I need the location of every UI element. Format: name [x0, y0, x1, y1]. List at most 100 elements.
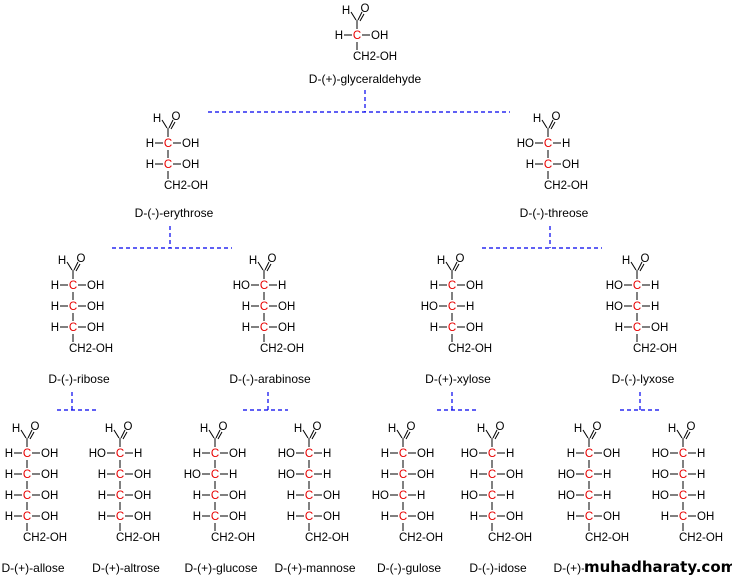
hydrogen-label: H: [417, 490, 425, 502]
aldehyde-h-label: H: [105, 423, 113, 435]
hydroxyl-label: HO: [558, 490, 575, 502]
hydrogen-label: H: [661, 511, 669, 523]
aldehyde-o-label: O: [456, 253, 465, 265]
stereocenter-carbon: C: [69, 301, 77, 313]
ch2oh-label: CH2-OH: [260, 343, 304, 355]
aldehyde-h-label: H: [574, 423, 582, 435]
aldehyde-h-label: H: [249, 255, 257, 267]
aldehyde-double-bond: [403, 429, 409, 439]
ch2oh-label: CH2-OH: [633, 343, 677, 355]
hydroxyl-label: HO: [461, 490, 478, 502]
hydrogen-label: H: [98, 469, 106, 481]
stereocenter-carbon: C: [488, 490, 496, 502]
hydroxyl-label: HO: [606, 280, 623, 292]
aldehyde-double-bond-2: [550, 121, 556, 130]
hydroxyl-label: HO: [652, 490, 669, 502]
aldehyde-double-bond-2: [359, 13, 365, 22]
hydroxyl-label: OH: [87, 301, 104, 313]
stereocenter-carbon: C: [488, 448, 496, 460]
hydrogen-label: H: [603, 490, 611, 502]
sugar-name-lyxose: D-(-)-lyxose: [612, 372, 675, 386]
hydrogen-label: H: [381, 469, 389, 481]
aldehyde-double-bond-2: [591, 431, 597, 440]
hydrogen-label: H: [506, 490, 514, 502]
hydroxyl-label: OH: [182, 138, 199, 150]
hydrogen-label: H: [323, 469, 331, 481]
ch2oh-label: CH2-OH: [488, 532, 532, 544]
stereocenter-carbon: C: [399, 490, 407, 502]
hydrogen-label: H: [697, 469, 705, 481]
ch2oh-label: CH2-OH: [353, 51, 397, 63]
hydroxyl-label: HO: [89, 448, 106, 460]
hydrogen-label: H: [5, 490, 13, 502]
aldehyde-o-label: O: [687, 421, 696, 433]
stereocenter-carbon: C: [116, 469, 124, 481]
hydroxyl-label: OH: [87, 280, 104, 292]
hydroxyl-label: OH: [182, 159, 199, 171]
stereocenter-carbon: C: [679, 511, 687, 523]
hydroxyl-label: OH: [417, 448, 434, 460]
stereocenter-carbon: C: [679, 469, 687, 481]
hydroxyl-label: OH: [229, 448, 246, 460]
hydroxyl-label: OH: [697, 511, 714, 523]
aldehyde-double-bond-2: [494, 431, 500, 440]
ch2oh-label: CH2-OH: [448, 343, 492, 355]
hydrogen-label: H: [51, 322, 59, 334]
hydrogen-label: H: [146, 159, 154, 171]
hydroxyl-label: HO: [278, 469, 295, 481]
hydroxyl-label: OH: [278, 301, 295, 313]
ch2oh-label: CH2-OH: [544, 180, 588, 192]
aldehyde-double-bond: [27, 429, 33, 439]
ch2oh-label: CH2-OH: [585, 532, 629, 544]
hydrogen-label: H: [470, 469, 478, 481]
sugar-name-ribose: D-(-)-ribose: [48, 372, 110, 386]
hydrogen-label: H: [5, 469, 13, 481]
aldehyde-bond: [208, 429, 215, 439]
hydroxyl-label: OH: [506, 469, 523, 481]
stereocenter-carbon: C: [23, 511, 31, 523]
hydrogen-label: H: [98, 511, 106, 523]
aldehyde-double-bond: [264, 261, 270, 271]
hydroxyl-label: HO: [517, 138, 534, 150]
stereocenter-carbon: C: [488, 511, 496, 523]
hydroxyl-label: HO: [372, 490, 389, 502]
hydroxyl-label: OH: [41, 511, 58, 523]
aldehyde-double-bond: [215, 429, 221, 439]
aldehyde-o-label: O: [172, 111, 181, 123]
hydroxyl-label: OH: [229, 511, 246, 523]
hydroxyl-label: HO: [652, 469, 669, 481]
hydroxyl-label: OH: [417, 469, 434, 481]
hydrogen-label: H: [323, 448, 331, 460]
stereocenter-carbon: C: [448, 322, 456, 334]
aldehyde-o-label: O: [407, 421, 416, 433]
stereocenter-carbon: C: [399, 448, 407, 460]
hydrogen-label: H: [51, 301, 59, 313]
hydrogen-label: H: [335, 30, 343, 42]
hydroxyl-label: OH: [466, 280, 483, 292]
hydroxyl-label: HO: [461, 448, 478, 460]
ch2oh-label: CH2-OH: [116, 532, 160, 544]
stereocenter-carbon: C: [211, 448, 219, 460]
stereocenter-carbon: C: [23, 490, 31, 502]
sugar-name-idose: D-(-)-idose: [469, 561, 527, 575]
stereocenter-carbon: C: [260, 280, 268, 292]
sugar-name-allose: D-(+)-allose: [1, 561, 64, 575]
stereocenter-carbon: C: [23, 469, 31, 481]
hydroxyl-label: OH: [41, 469, 58, 481]
aldehyde-double-bond-2: [454, 263, 460, 272]
aldehyde-bond: [445, 261, 452, 271]
hydrogen-label: H: [567, 511, 575, 523]
stereocenter-carbon: C: [305, 490, 313, 502]
hydroxyl-label: OH: [323, 490, 340, 502]
hydroxyl-label: OH: [41, 448, 58, 460]
aldehyde-double-bond-2: [266, 263, 272, 272]
aldehyde-h-label: H: [294, 423, 302, 435]
hydroxyl-label: OH: [651, 322, 668, 334]
stereocenter-carbon: C: [585, 490, 593, 502]
sugar-name-erythrose: D-(-)-erythrose: [135, 206, 214, 220]
